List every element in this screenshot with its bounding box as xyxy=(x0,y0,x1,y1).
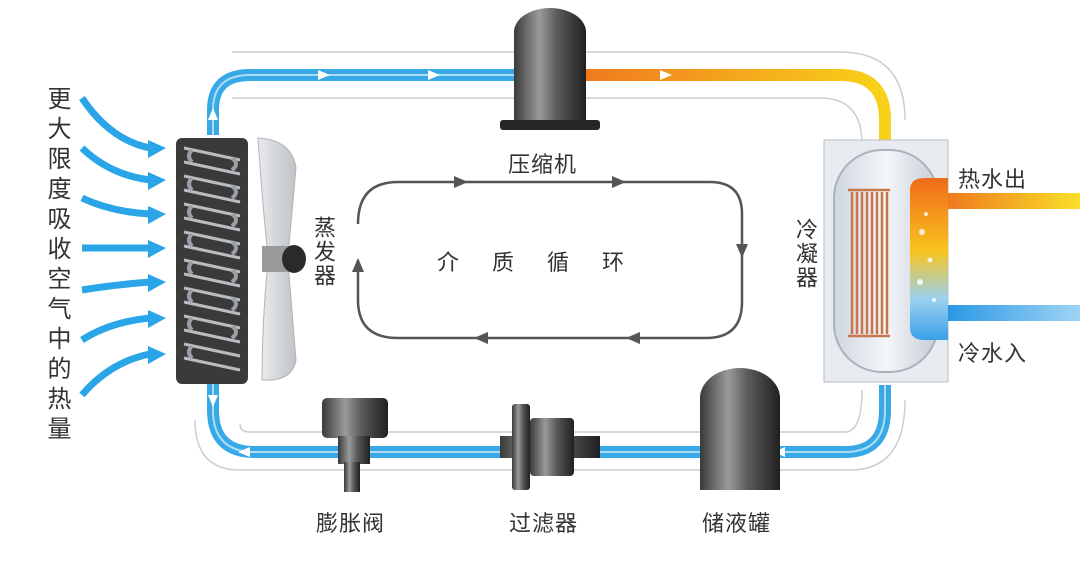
medium-cycle-label: 介质循环 xyxy=(437,251,658,276)
expansion-valve-label: 膨胀阀 xyxy=(316,512,386,537)
compressor xyxy=(500,8,600,130)
filter-label: 过滤器 xyxy=(509,512,579,537)
loop-outline xyxy=(194,51,906,471)
hot-water-out-label: 热水出 xyxy=(958,168,1028,193)
receiver-tank xyxy=(700,368,780,490)
condenser-tank xyxy=(823,139,949,383)
condenser-label: 冷凝器 xyxy=(792,218,817,290)
hot-water-pipe xyxy=(948,193,1080,209)
medium-cycle-arrows xyxy=(352,176,748,344)
evaporator-coil xyxy=(176,138,248,384)
medium-cycle-loop xyxy=(356,180,744,340)
evaporator-label: 蒸发器 xyxy=(310,216,335,288)
fan xyxy=(257,137,306,381)
air-arrowheads xyxy=(148,140,166,364)
filter xyxy=(500,404,600,490)
compressor-label: 压缩机 xyxy=(508,153,578,178)
cold-water-pipe xyxy=(948,305,1080,321)
cold-water-in-label: 冷水入 xyxy=(958,342,1028,367)
pipe-top-hot xyxy=(585,69,891,140)
receiver-label: 储液罐 xyxy=(702,512,772,537)
side-description: 更大限度吸收空气中的热量 xyxy=(43,86,71,446)
air-inflow-arrows xyxy=(79,96,151,398)
expansion-valve xyxy=(322,398,388,492)
condenser-coil xyxy=(848,188,890,338)
